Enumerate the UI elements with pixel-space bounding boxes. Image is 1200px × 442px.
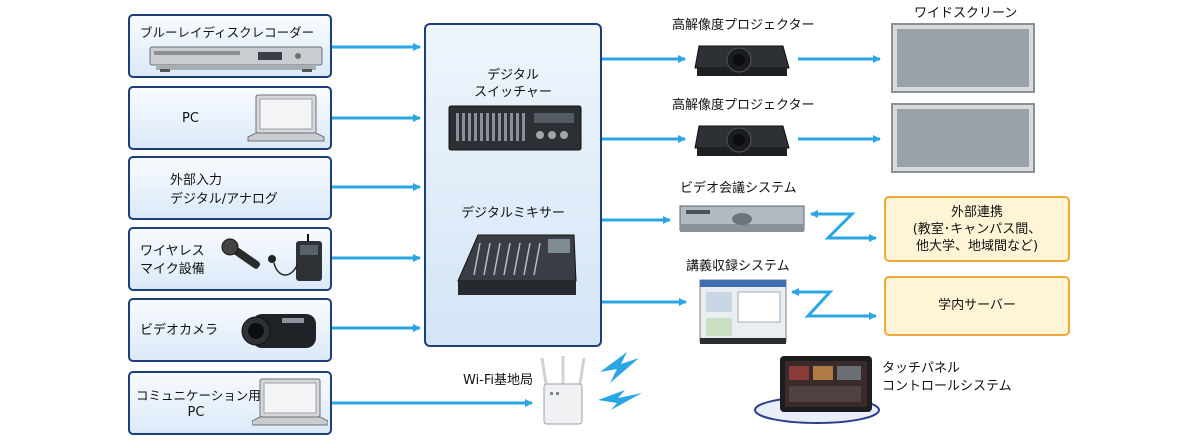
- touch-panel-label-line1: タッチパネル: [882, 361, 961, 376]
- touch-panel-icon: [754, 356, 880, 424]
- campus-server-label: 学内サーバー: [938, 298, 1016, 313]
- microphone-icon: [221, 234, 322, 281]
- video-camera-label: ビデオカメラ: [140, 323, 219, 338]
- wireless-label-line2: マイク設備: [140, 262, 205, 277]
- external-link-line2: (教室･キャンパス間、: [912, 222, 1042, 237]
- wide-screen-label: ワイドスクリーン: [914, 6, 1018, 21]
- conference-unit-icon: [679, 205, 805, 232]
- projector1-label: 高解像度プロジェクター: [672, 18, 815, 33]
- laptop-icon: [252, 378, 328, 426]
- external-input-label-line2: デジタル/アナログ: [170, 192, 278, 207]
- link-lecture-server: [791, 288, 877, 320]
- input-comm-pc[interactable]: コミュニケーション用 PC: [128, 371, 332, 435]
- central-hub: デジタル スイッチャー デジタルミキサー: [424, 23, 602, 347]
- video-conf-label: ビデオ会議システム: [680, 181, 797, 196]
- external-input-label-line1: 外部入力: [170, 173, 223, 188]
- mixer-label: デジタルミキサー: [461, 206, 565, 221]
- switcher-label-line1: デジタル: [487, 68, 539, 83]
- link-videoconf-external: [810, 210, 877, 242]
- switcher-label-line2: スイッチャー: [474, 85, 552, 100]
- switcher-icon: [448, 105, 582, 151]
- laptop-icon: [247, 94, 325, 142]
- bd-recorder-label: ブルーレイディスクレコーダー: [140, 25, 315, 40]
- video-camera-icon: [241, 314, 316, 348]
- external-link-line3: 他大学、地域間など): [915, 239, 1039, 254]
- input-video-camera[interactable]: ビデオカメラ: [128, 298, 332, 362]
- wifi-router-icon: [540, 356, 586, 425]
- input-external[interactable]: 外部入力 デジタル/アナログ: [128, 156, 332, 220]
- comm-pc-label-line1: コミュニケーション用: [136, 388, 261, 403]
- lecture-rec-label: 講義収録システム: [686, 259, 790, 274]
- wifi-label: Wi-Fi基地局: [463, 373, 534, 388]
- wireless-label-line1: ワイヤレス: [140, 244, 205, 259]
- comm-pc-label-line2: PC: [187, 405, 205, 420]
- campus-server-box[interactable]: 学内サーバー: [884, 276, 1070, 336]
- bd-recorder-icon: [149, 46, 323, 72]
- wifi-signal-icon: [598, 352, 642, 410]
- projector-icon: [694, 45, 790, 76]
- touch-panel-label-line2: コントロールシステム: [882, 379, 1012, 394]
- screen-icon: [891, 23, 1035, 93]
- mixer-icon: [457, 234, 577, 295]
- external-link-title: 外部連携: [950, 205, 1003, 220]
- input-bd-recorder[interactable]: ブルーレイディスクレコーダー: [128, 14, 332, 78]
- input-pc[interactable]: PC: [128, 86, 332, 150]
- external-link-box[interactable]: 外部連携 (教室･キャンパス間、 他大学、地域間など): [884, 196, 1070, 262]
- screen-icon: [891, 103, 1035, 173]
- projector2-label: 高解像度プロジェクター: [672, 98, 815, 113]
- pc-label: PC: [182, 111, 199, 126]
- input-wireless-mic[interactable]: ワイヤレス マイク設備: [128, 227, 332, 291]
- projector-icon: [694, 125, 790, 156]
- lecture-pc-icon: [699, 279, 787, 344]
